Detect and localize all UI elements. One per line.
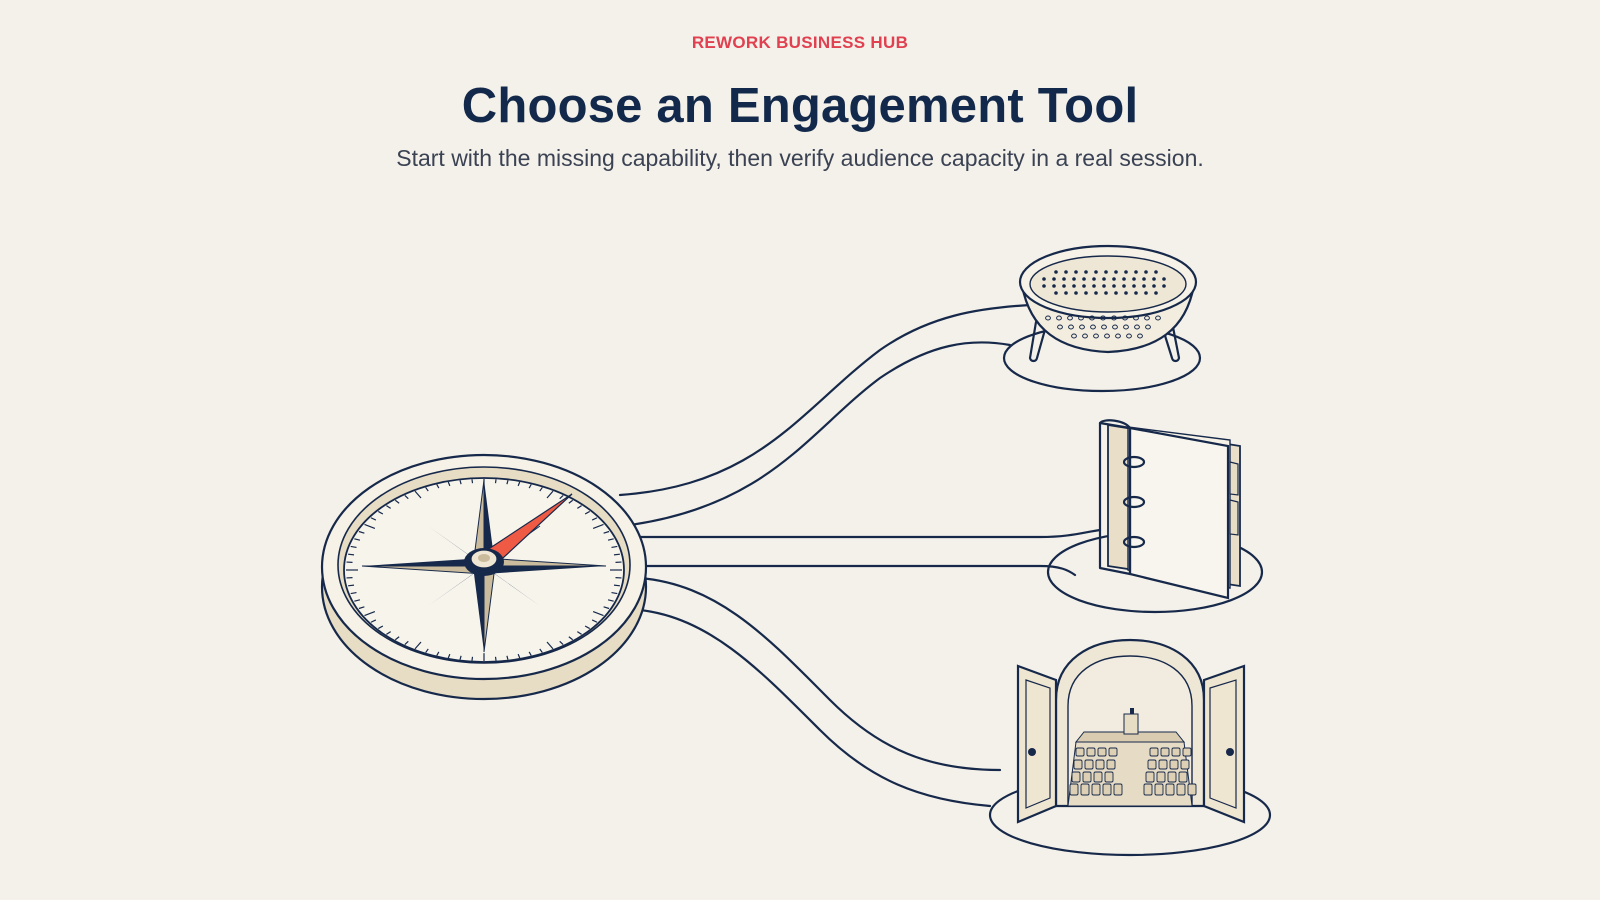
binder-icon[interactable] [1046,419,1264,614]
page-title: Choose an Engagement Tool [461,79,1139,133]
page-subtitle: Start with the missing capability, then … [396,145,1204,171]
colander-icon[interactable] [1002,244,1202,393]
compass-icon[interactable] [320,453,648,701]
brand-eyebrow: REWORK BUSINESS HUB [691,33,909,52]
path-to-auditorium[interactable] [638,576,1002,808]
auditorium-doors-icon[interactable] [988,638,1272,857]
path-to-colander[interactable] [618,303,1032,527]
path-to-binder[interactable] [638,528,1102,577]
